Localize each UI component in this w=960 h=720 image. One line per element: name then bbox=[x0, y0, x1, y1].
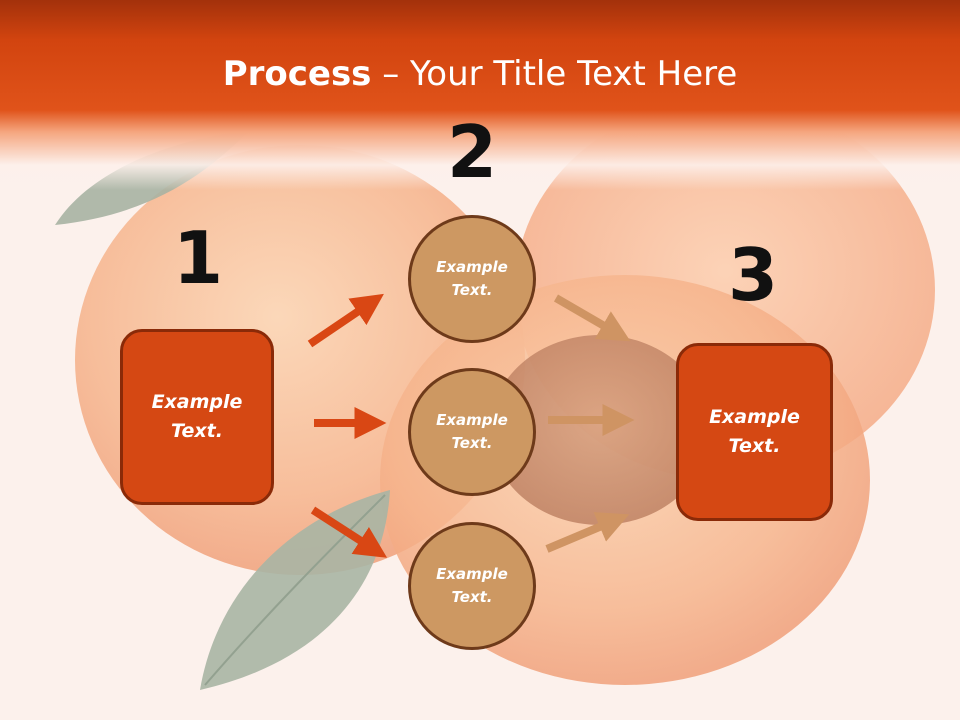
step-1-box-text: Example Text. bbox=[151, 391, 243, 442]
step-2-circle-bottom: Example Text. bbox=[408, 522, 536, 650]
title-bold-text: Process bbox=[222, 54, 372, 94]
step-1-box: Example Text. bbox=[120, 329, 274, 505]
circle-bottom-text: Example Text. bbox=[436, 565, 508, 606]
title-rest-text: – Your Title Text Here bbox=[371, 54, 738, 94]
step-number-2: 2 bbox=[446, 110, 498, 194]
step-3-box-text: Example Text. bbox=[709, 406, 800, 457]
title-bar bbox=[0, 0, 960, 190]
circle-middle-text: Example Text. bbox=[436, 411, 508, 452]
step-2-circle-middle: Example Text. bbox=[408, 368, 536, 496]
circle-top-text: Example Text. bbox=[436, 258, 508, 299]
step-number-1: 1 bbox=[172, 216, 224, 300]
slide-title: Process – Your Title Text Here bbox=[0, 52, 960, 96]
step-2-circle-top: Example Text. bbox=[408, 215, 536, 343]
step-3-box: Example Text. bbox=[676, 343, 833, 521]
step-number-3: 3 bbox=[727, 233, 779, 317]
